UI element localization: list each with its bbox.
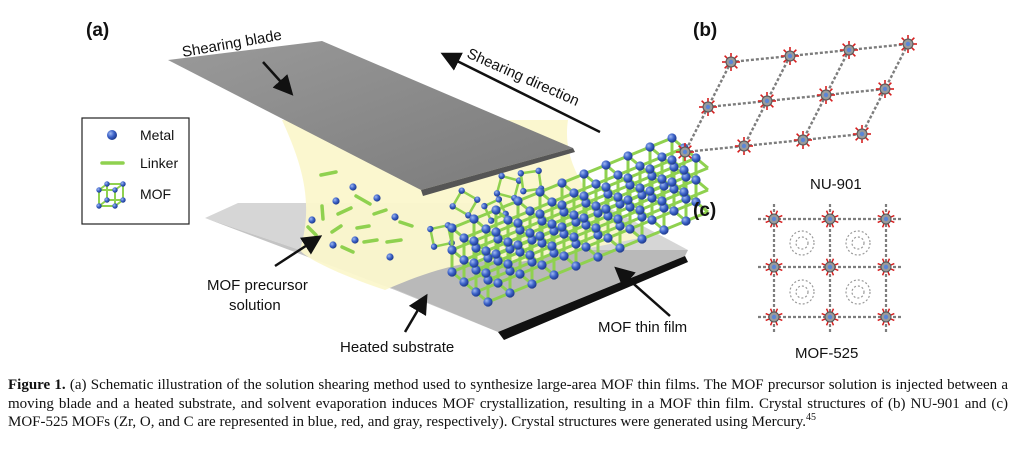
nu-901-linkers <box>683 42 910 154</box>
film-metal-nodes <box>447 133 701 307</box>
legend-linker-label: Linker <box>140 155 178 171</box>
caption-text: (a) Schematic illustration of the soluti… <box>8 377 1008 430</box>
thin-film-label: MOF thin film <box>598 319 687 336</box>
blade-pointer-arrow <box>262 61 294 96</box>
precursor-pointer-arrow <box>274 235 323 268</box>
mof-525-porphyrin-rings <box>789 230 871 305</box>
heated-substrate-label: Heated substrate <box>340 339 454 356</box>
legend-mof-icon <box>96 181 126 209</box>
mof-525-zr-clusters <box>765 210 895 326</box>
film-pointer-arrow <box>614 266 671 317</box>
precursor-label-line2: solution <box>229 297 281 314</box>
panel-a-label: (a) <box>86 20 109 41</box>
legend-mof-label: MOF <box>140 186 171 202</box>
caption-reference: 45 <box>806 412 817 423</box>
nu-901-label: NU-901 <box>810 176 862 193</box>
precursor-label-line1: MOF precursor <box>207 277 308 294</box>
mof-thin-film-lattice <box>447 133 709 307</box>
mof-nuclei <box>427 167 545 250</box>
mof-525-structure <box>758 204 902 334</box>
figure-caption: Figure 1. (a) Schematic illustration of … <box>8 376 1008 432</box>
legend: Metal Linker MOF <box>81 117 190 225</box>
metal-ions <box>308 183 399 261</box>
shearing-direction-arrow <box>440 52 601 134</box>
panel-c-label: (c) <box>693 200 716 221</box>
shearing-blade <box>168 41 575 196</box>
substrate-pointer-arrow <box>403 293 428 333</box>
linker-sticks <box>306 170 414 254</box>
nu-901-structure <box>676 35 917 161</box>
legend-metal-icon <box>107 130 117 140</box>
caption-label: Figure 1. <box>8 377 66 393</box>
mof-525-label: MOF-525 <box>795 345 858 362</box>
panel-b-label: (b) <box>693 20 717 41</box>
shearing-direction-label: Shearing direction <box>464 45 581 110</box>
figure-schematic: (a) <box>81 20 917 362</box>
nu-901-zr-clusters <box>676 35 917 161</box>
legend-metal-label: Metal <box>140 127 174 143</box>
